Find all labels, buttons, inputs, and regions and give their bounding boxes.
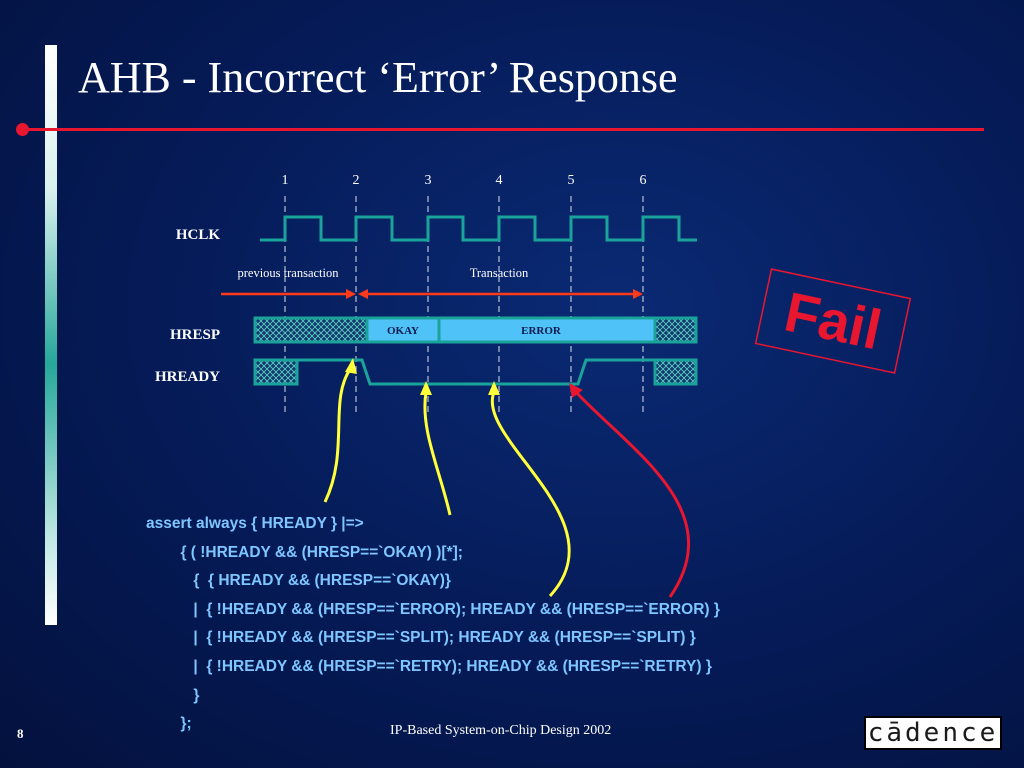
- cycle-label-6: 6: [640, 173, 647, 188]
- footer-text: IP-Based System-on-Chip Design 2002: [390, 723, 612, 738]
- code-line-4: | { !HREADY && (HRESP==`ERROR); HREADY &…: [146, 600, 720, 618]
- hresp-error-label: ERROR: [521, 325, 562, 337]
- code-line-6: | { !HREADY && (HRESP==`RETRY); HREADY &…: [146, 657, 712, 675]
- cycle-label-4: 4: [496, 173, 503, 188]
- hresp-okay-label: OKAY: [387, 325, 419, 337]
- fail-stamp: Fail: [754, 268, 912, 374]
- code-line-5: | { !HREADY && (HRESP==`SPLIT); HREADY &…: [146, 629, 696, 647]
- hclk-label: HCLK: [176, 227, 221, 243]
- cycle-label-3: 3: [425, 173, 432, 188]
- cycle-label-1: 1: [282, 173, 289, 188]
- hclk-waveform: [260, 215, 697, 242]
- hready-waveform: [253, 358, 698, 386]
- code-line-2: { ( !HREADY && (HRESP==`OKAY) )[*];: [146, 543, 463, 561]
- assertion-code: assert always { HREADY } |=> { ( !HREADY…: [146, 510, 720, 739]
- hready-label: HREADY: [155, 369, 220, 385]
- slide-title: AHB - Incorrect ‘Error’ Response: [78, 53, 678, 102]
- code-line-8: };: [146, 715, 192, 733]
- red-arrowhead: [569, 383, 583, 398]
- sidebar-bar: [45, 45, 57, 625]
- hresp-bus: [253, 316, 698, 344]
- cycle-label-2: 2: [353, 173, 360, 188]
- cadence-logo: cādence: [864, 716, 1002, 750]
- cycle-label-5: 5: [568, 173, 575, 188]
- yellow-arrowheads: [345, 358, 500, 395]
- title-bullet-dot: [16, 123, 29, 136]
- phase-arrows: [221, 289, 643, 299]
- code-line-3: { { HREADY && (HRESP==`OKAY)}: [146, 572, 451, 590]
- slide-number: 8: [17, 726, 24, 741]
- previous-transaction-label: previous transaction: [237, 266, 339, 280]
- code-line-1: assert always { HREADY } |=>: [146, 515, 364, 532]
- hresp-label: HRESP: [170, 327, 220, 343]
- red-pointer-arrow: [574, 390, 691, 598]
- title-underline: [24, 128, 984, 131]
- code-line-7: }: [146, 686, 200, 704]
- fail-stamp-text: Fail: [779, 280, 886, 362]
- transaction-label: Transaction: [470, 266, 529, 280]
- yellow-pointer-arrows: [323, 367, 571, 598]
